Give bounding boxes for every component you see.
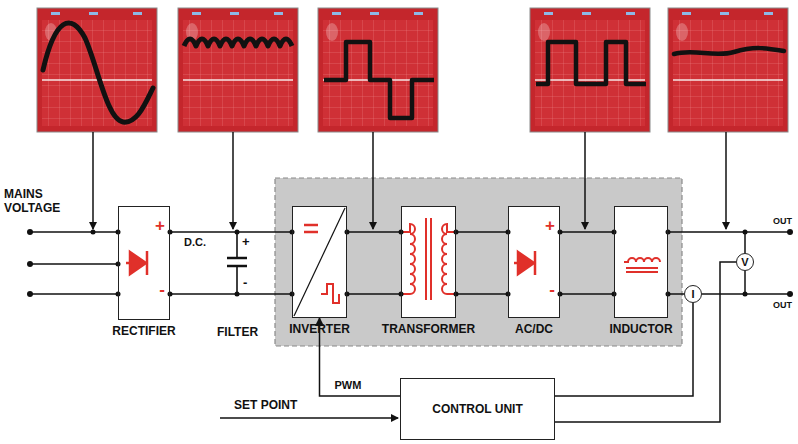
bus-label: D.C. [183, 236, 207, 249]
output-label: OUT [772, 216, 793, 226]
acdc-block: AC/DC+- [508, 206, 560, 318]
output-label: OUT [772, 300, 793, 310]
block-label: INVERTER [289, 322, 350, 336]
wire-path [555, 262, 736, 422]
scope-mains [37, 8, 157, 132]
wire [555, 262, 736, 422]
transformer-symbol [401, 218, 456, 300]
scope-ripple [178, 8, 298, 132]
power-stage-region [275, 178, 682, 346]
wire-path [170, 232, 292, 294]
voltmeter: V [736, 253, 754, 271]
wire [456, 232, 508, 294]
inductor-symbol [624, 258, 660, 272]
rectifier-block: RECTIFIER+- [118, 206, 170, 320]
scope-rectified [530, 8, 650, 132]
wire-path [560, 232, 614, 294]
control-unit: CONTROL UNIT [400, 378, 555, 440]
diode-symbol [126, 251, 147, 275]
polarity-sign: + [241, 235, 251, 250]
wire-path [456, 232, 508, 294]
wire [347, 232, 401, 294]
input-label: MAINS VOLTAGE [3, 188, 71, 216]
ammeter: I [684, 285, 702, 303]
set-point-arrow [220, 417, 398, 419]
block-fills [118, 206, 668, 320]
polarity-sign: - [159, 281, 165, 298]
block-label: TRANSFORMER [382, 322, 475, 336]
block-label: AC/DC [515, 322, 553, 336]
wire [668, 232, 745, 253]
scope-output [668, 8, 788, 132]
meter-symbol: I [691, 289, 694, 300]
polarity-sign: + [155, 217, 165, 234]
polarity-sign: - [242, 276, 248, 291]
wire-path [668, 293, 684, 295]
wire [560, 232, 614, 294]
inverter-symbol [294, 208, 345, 316]
block-label: RECTIFIER [112, 324, 175, 338]
wire-path [555, 303, 693, 396]
scope-inverter [318, 8, 438, 132]
meter-symbol: V [741, 257, 748, 268]
diode-symbol [514, 251, 535, 275]
inverter-block: INVERTER [292, 206, 347, 318]
polarity-sign: + [545, 217, 555, 234]
wire [668, 294, 684, 295]
output-wires [702, 232, 790, 294]
polarity-sign: - [549, 281, 555, 298]
signal-label: PWM [334, 379, 363, 391]
mains-wires [30, 232, 118, 294]
wire [555, 303, 693, 396]
box-title: CONTROL UNIT [432, 403, 522, 415]
wire-path [668, 232, 745, 253]
input-label: SET POINT [233, 399, 298, 413]
wire [170, 232, 292, 294]
terminal-dots [27, 229, 793, 297]
block-label: FILTER [216, 326, 259, 340]
block-label: INDUCTOR [609, 322, 672, 336]
inductor-block: INDUCTOR [614, 206, 668, 318]
wire-path [347, 232, 401, 294]
transformer-block: TRANSFORMER [401, 206, 456, 318]
